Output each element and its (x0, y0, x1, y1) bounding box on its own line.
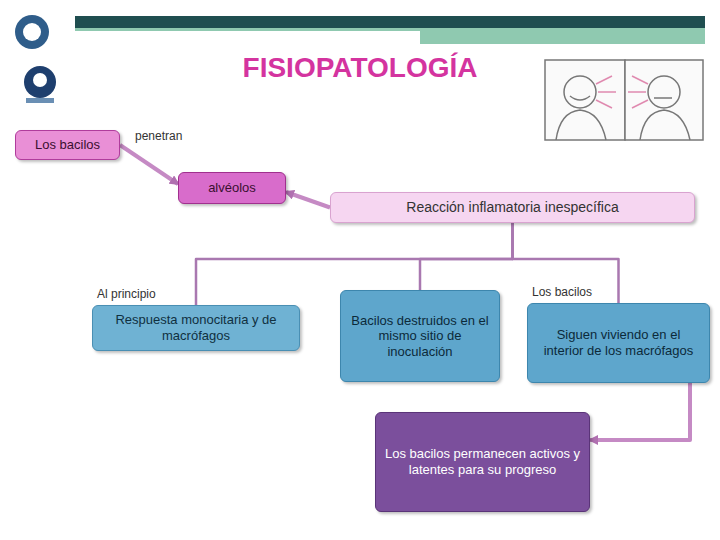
header-line (75, 28, 420, 31)
box-heading: Al principio (97, 287, 156, 301)
connector-arrow (120, 145, 178, 184)
connector-arrow (286, 192, 330, 208)
process-box: Bacilos destruidos en el mismo sitio de … (340, 290, 500, 382)
process-box: Los bacilosSiguen viviendo en el interio… (527, 303, 710, 383)
process-box: Al principioRespuesta monocitaria y de m… (92, 305, 300, 351)
box-text: Reacción inflamatoria inespecífica (406, 199, 618, 216)
logo (15, 15, 56, 103)
coughing-people-illustration (545, 60, 703, 140)
result-box: Los bacilos permanecen activos y latente… (375, 412, 590, 512)
header-strip (420, 28, 705, 44)
box-text: Los bacilos permanecen activos y latente… (384, 446, 581, 477)
agent-box: Los bacilos (15, 130, 120, 160)
edge-label: penetran (133, 129, 184, 143)
process-box: Reacción inflamatoria inespecífica (330, 192, 695, 223)
box-text: Respuesta monocitaria y de macrófagos (101, 312, 291, 343)
box-text: alvéolos (208, 180, 256, 196)
box-text: Bacilos destruidos en el mismo sitio de … (349, 313, 491, 360)
connector-arrow (513, 223, 619, 303)
slide-title: FISIOPATOLOGÍA (0, 52, 720, 84)
connector-arrow (590, 383, 690, 440)
box-heading: Los bacilos (532, 285, 592, 299)
connector-arrow (420, 223, 513, 290)
site-box: alvéolos (178, 172, 286, 204)
box-text: Los bacilos (35, 137, 100, 153)
header-bar (75, 16, 705, 28)
box-text: Siguen viviendo en el interior de los ma… (536, 327, 701, 358)
